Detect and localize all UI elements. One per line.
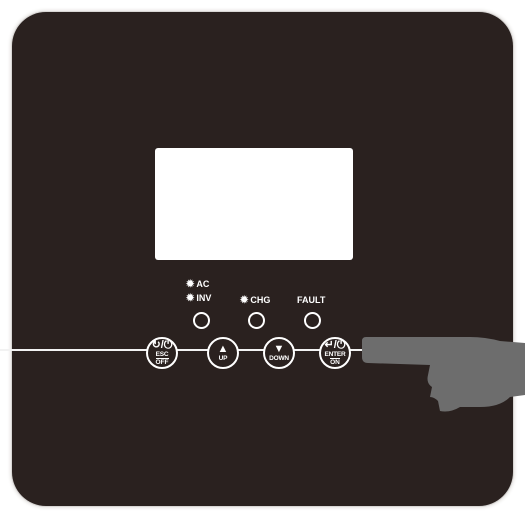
led-ac-inv — [193, 312, 210, 329]
led-chg — [248, 312, 265, 329]
led-fault — [304, 312, 321, 329]
indicator-inv-label: ✹INV — [186, 293, 211, 304]
enter-icon: ↵/⏻ — [325, 340, 346, 351]
arrow-up-icon: ▲ — [218, 344, 229, 355]
lcd-display — [155, 148, 353, 260]
down-button[interactable]: ▼ DOWN — [263, 337, 295, 369]
esc-off-button[interactable]: ↻/⏻ ESC OFF — [146, 337, 178, 369]
up-button[interactable]: ▲ UP — [207, 337, 239, 369]
arrow-down-icon: ▼ — [274, 344, 285, 355]
sun-icon: ✹ — [186, 279, 194, 290]
indicator-fault-label: FAULT — [297, 295, 325, 306]
indicator-chg-label: ✹CHG — [240, 295, 270, 306]
pointing-finger-icon — [360, 335, 525, 415]
sun-icon: ✹ — [186, 293, 194, 304]
power-cycle-icon: ↻/⏻ — [152, 340, 173, 351]
sun-icon: ✹ — [240, 295, 248, 306]
enter-on-button[interactable]: ↵/⏻ ENTER ON — [319, 337, 351, 369]
indicator-ac-label: ✹AC — [186, 279, 209, 290]
